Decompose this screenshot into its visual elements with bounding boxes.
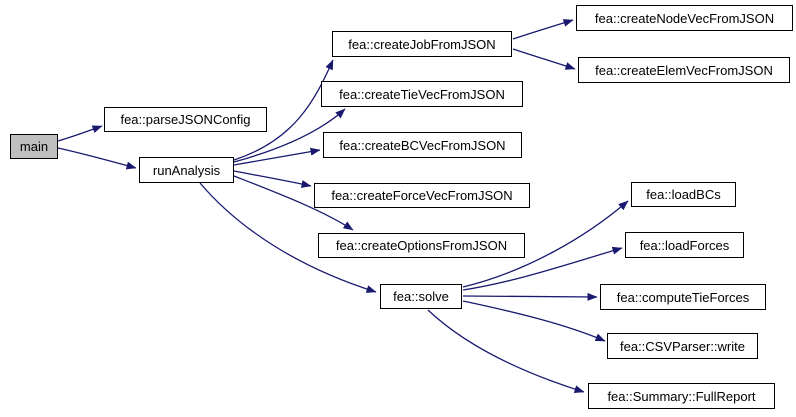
node-fea-computetieforces[interactable]: fea::computeTieForces: [600, 284, 766, 310]
edge-runanalysis-to-solve: [199, 182, 377, 293]
node-main: main: [10, 134, 58, 159]
node-fea-solve[interactable]: fea::solve: [380, 284, 462, 309]
node-fea-summary-fullreport[interactable]: fea::Summary::FullReport: [588, 383, 775, 409]
edge-createjobfromjson-to-createelemvecfromjson: [512, 48, 576, 70]
node-fea-loadbcs[interactable]: fea::loadBCs: [631, 182, 736, 207]
edge-solve-to-computetieforces: [462, 292, 598, 301]
node-fea-createforcevecfromjson[interactable]: fea::createForceVecFromJSON: [314, 183, 530, 208]
edge-runanalysis-to-createoptionsfromjson: [233, 175, 354, 231]
edge-runanalysis-to-createtievecfromjson: [233, 108, 346, 163]
edge-runanalysis-to-createjobfromjson: [233, 59, 334, 161]
edge-solve-to-csvparser-write: [462, 300, 606, 342]
node-fea-createtievecfromjson[interactable]: fea::createTieVecFromJSON: [321, 81, 523, 107]
edge-solve-to-loadforces: [462, 246, 623, 291]
node-runanalysis[interactable]: runAnalysis: [139, 157, 234, 183]
edge-main-to-runanalysis: [57, 147, 137, 170]
edge-runanalysis-to-createforcevecfromjson: [233, 170, 312, 188]
edge-solve-to-loadbcs: [462, 200, 629, 288]
node-fea-createelemvecfromjson[interactable]: fea::createElemVecFromJSON: [578, 57, 790, 83]
node-fea-createnodevecfromjson[interactable]: fea::createNodeVecFromJSON: [576, 5, 793, 31]
node-fea-parsejsonconfig[interactable]: fea::parseJSONConfig: [104, 107, 267, 132]
edge-createjobfromjson-to-createnodevecfromjson: [512, 19, 574, 40]
node-fea-createbcvecfromjson[interactable]: fea::createBCVecFromJSON: [323, 132, 522, 158]
edge-main-to-parsejsonconfig: [57, 125, 103, 142]
node-fea-createjobfromjson[interactable]: fea::createJobFromJSON: [332, 31, 512, 57]
node-fea-csvparser-write[interactable]: fea::CSVParser::write: [607, 333, 758, 359]
edge-runanalysis-to-createbcvecfromjson: [233, 147, 321, 166]
node-fea-loadforces[interactable]: fea::loadForces: [625, 232, 744, 258]
node-fea-createoptionsfromjson[interactable]: fea::createOptionsFromJSON: [318, 233, 525, 258]
edge-solve-to-summary-fullreport: [427, 309, 585, 393]
